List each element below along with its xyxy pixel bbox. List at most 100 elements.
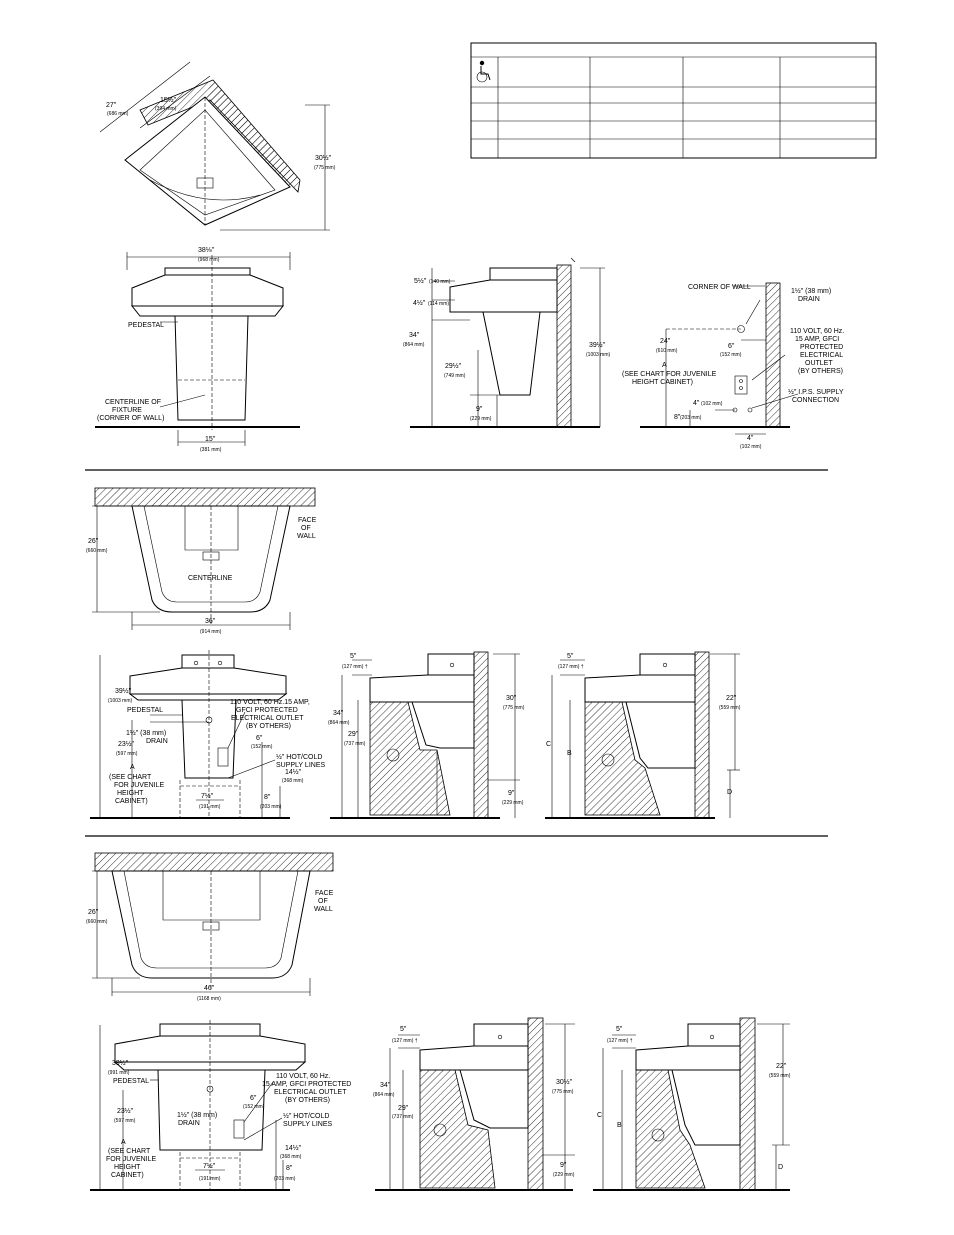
mid-outlet-2: GFCI PROTECTED: [236, 707, 298, 714]
bot-side1-9-mm: (229 mm): [553, 1172, 575, 1178]
mid-side1-5: 5": [350, 653, 357, 660]
bot-plan-depth-mm: (660 mm): [86, 919, 108, 925]
bot-front-height-mm: (991 mm): [108, 1070, 130, 1076]
top-side-elevation: 5½" (140 mm) 4½" (114 mm) 34" (864 mm) 2…: [403, 257, 611, 428]
rough-dim-a: A: [662, 362, 667, 369]
bot-side1-5: 5": [400, 1026, 407, 1033]
bot-side2-22: 22": [776, 1063, 787, 1070]
bot-drain-size: 1½" (38 mm): [177, 1111, 217, 1119]
bot-a-note-3: HEIGHT: [114, 1164, 141, 1171]
mid-front-145: 14½": [285, 768, 302, 776]
bot-side1-30: 30½": [556, 1078, 573, 1086]
bot-front-a: A: [121, 1139, 126, 1146]
wheelchair-icon: [476, 60, 491, 83]
bot-front-height: 39½": [112, 1059, 129, 1067]
rough-dim-6-mm: (152 mm): [720, 352, 742, 358]
top-rough-in: CORNER OF WALL 1½" (38 mm) DRAIN 24" (61…: [622, 282, 844, 450]
rough-dim-4b: 4": [747, 435, 754, 442]
supply-label-1: ½" I.P.S. SUPPLY: [788, 388, 844, 396]
mid-front-a: A: [130, 764, 135, 771]
corner-dim-2: 15½": [160, 96, 177, 104]
bot-front-6: 6": [250, 1095, 257, 1102]
corner-plan-view: 27" (686 mm) 15½" (394 mm) 30½" (775 mm): [99, 61, 336, 231]
bot-side2-d: D: [778, 1164, 783, 1171]
centerline-label-3: (CORNER OF WALL): [97, 415, 164, 422]
outlet-label-5: OUTLET: [805, 360, 833, 367]
side-dim-e: 9": [476, 406, 483, 413]
corner-dim-1: 27": [106, 102, 117, 109]
mid-side1-30: 30": [506, 695, 517, 702]
mid-side2-22-mm: (559 mm): [719, 705, 741, 711]
bot-drain: DRAIN: [178, 1120, 200, 1127]
bot-outlet-1: 110 VOLT, 60 Hz.: [276, 1073, 330, 1080]
mid-front-h2: 23½": [118, 740, 135, 748]
mid-side1-29: 29": [348, 731, 359, 738]
bot-a-note-2: FOR JUVENILE: [106, 1156, 157, 1163]
bot-plan-width-mm: (1168 mm): [197, 996, 221, 1002]
pedestal-label: PEDESTAL: [128, 322, 164, 329]
outlet-label-3: PROTECTED: [800, 344, 843, 351]
side-dim-a: 5½": [414, 277, 427, 285]
bot-front-h2: 23½": [117, 1107, 134, 1115]
rough-dim-8: 8": [674, 414, 681, 421]
mid-front-145-mm: (368 mm): [282, 778, 304, 784]
corner-of-wall-label: CORNER OF WALL: [688, 284, 751, 291]
bot-front-6-mm: (152 mm): [243, 1104, 265, 1110]
side-dim-c-mm: (864 mm): [403, 342, 425, 348]
bot-side1-34-mm: (864 mm): [373, 1092, 395, 1098]
mid-side1-34: 34": [333, 710, 344, 717]
mid-drain: DRAIN: [146, 738, 168, 745]
mid-pedestal: PEDESTAL: [127, 707, 163, 714]
rough-dim-4b-mm: (102 mm): [740, 444, 762, 450]
mid-plan-width: 36": [205, 618, 216, 625]
bot-front-75: 7½": [203, 1162, 216, 1170]
bottom-front-elevation: 39½" (991 mm) PEDESTAL 110 VOLT, 60 Hz. …: [90, 1020, 351, 1191]
mid-front-8-mm: (203 mm): [260, 804, 282, 810]
bot-front-8: 8": [286, 1165, 293, 1172]
outlet-label-6: (BY OTHERS): [798, 368, 843, 375]
bot-side1-9: 9": [560, 1162, 567, 1169]
side-dim-d-mm: (749 mm): [444, 373, 466, 379]
bot-outlet-4: (BY OTHERS): [285, 1097, 330, 1104]
centerline-label-1: CENTERLINE OF: [105, 399, 161, 406]
bot-front-h2-mm: (597 mm): [114, 1118, 136, 1124]
mid-drain-size: 1½" (38 mm): [126, 729, 166, 737]
bot-hot-2: SUPPLY LINES: [283, 1121, 332, 1128]
mid-a-note-3: HEIGHT: [117, 790, 144, 797]
mid-plan-width-mm: (914 mm): [200, 629, 222, 635]
mid-side2-b: B: [567, 750, 572, 757]
drain-size-label: 1½" (38 mm): [791, 287, 831, 295]
bot-front-75-mm: (191 mm): [199, 1176, 221, 1182]
mid-front-height: 39½": [115, 687, 132, 695]
bot-outlet-3: ELECTRICAL OUTLET: [274, 1089, 347, 1096]
centerline-label-2: FIXTURE: [112, 407, 142, 414]
outlet-label-4: ELECTRICAL: [800, 352, 843, 359]
bot-plan-depth: 26": [88, 909, 99, 916]
outlet-label-2: 15 AMP, GFCI: [795, 336, 839, 343]
bot-front-145-mm: (368 mm): [280, 1154, 302, 1160]
middle-side-elevation-1: 5" (127 mm) † 34" (864 mm) 29" (737 mm) …: [328, 651, 525, 819]
mid-front-6-mm: (152 mm): [251, 744, 273, 750]
mid-a-note-4: CABINET): [115, 798, 148, 805]
rough-dim-6: 6": [728, 343, 735, 350]
base-dim-mm: (381 mm): [200, 447, 222, 453]
mid-side2-22: 22": [726, 695, 737, 702]
mid-face-1: FACE: [298, 517, 317, 524]
bot-side2-c: C: [597, 1112, 602, 1119]
mid-side1-9: 9": [508, 790, 515, 797]
mid-a-note-2: FOR JUVENILE: [114, 782, 165, 789]
front-width-mm: (968 mm): [198, 257, 220, 263]
bot-side2-22-mm: (559 mm): [769, 1073, 791, 1079]
bottom-side-elevation-2: 5" (127 mm) † C B D 22" (559 mm): [593, 1017, 791, 1191]
mid-face-2: OF: [301, 525, 311, 532]
rough-dim-24: 24": [660, 338, 671, 345]
mid-side1-9-mm: (229 mm): [502, 800, 524, 806]
bot-side1-29-mm: (737 mm): [392, 1114, 414, 1120]
mid-side1-30-mm: (775 mm): [503, 705, 525, 711]
side-dim-b-mm: (114 mm): [428, 301, 449, 307]
bot-face-3: WALL: [314, 906, 333, 913]
middle-front-elevation: 39½" (1003 mm) PEDESTAL 1½" (38 mm) DRAI…: [90, 650, 325, 819]
bot-front-8-mm: (203 mm): [274, 1176, 296, 1182]
bot-a-note-1: (SEE CHART: [108, 1148, 151, 1155]
